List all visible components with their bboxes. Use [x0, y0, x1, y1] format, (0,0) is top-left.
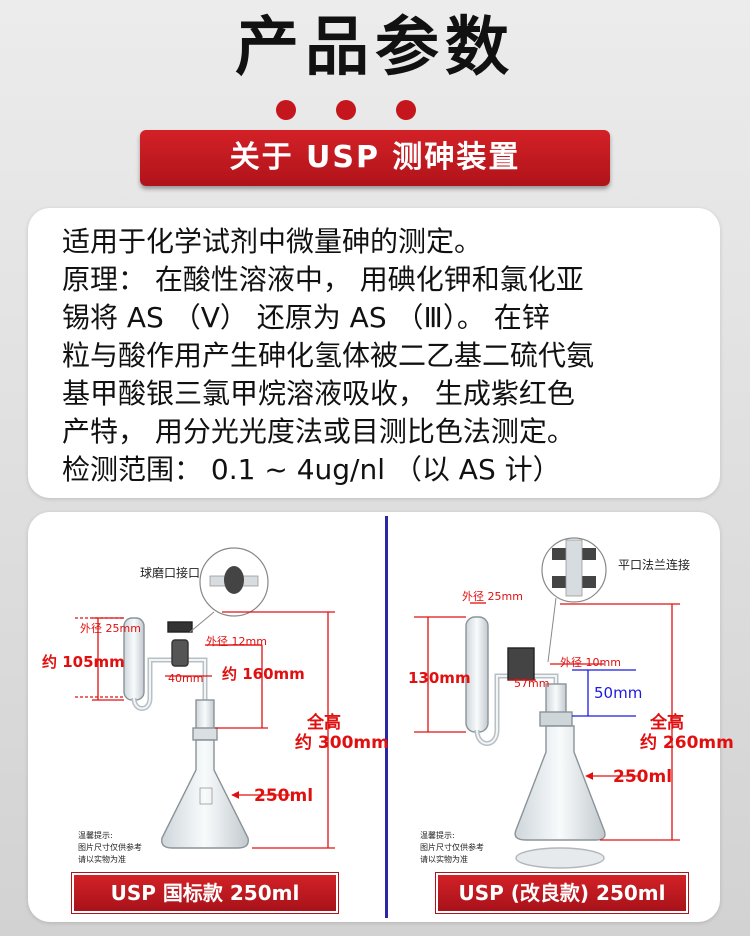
- description-line-2: 原理： 在酸性溶液中， 用碘化钾和氯化亚: [62, 263, 584, 296]
- left-apparatus: [123, 617, 249, 849]
- description-line-4: 粒与酸作用产生砷化氢体被二乙基二硫代氨: [62, 339, 595, 372]
- description-line-3: 锡将 AS （V） 还原为 AS （Ⅲ）。 在锌: [62, 301, 550, 334]
- description-line-6: 产特， 用分光光度法或目测比色法测定。: [62, 415, 575, 448]
- right-flask-volume: 250ml: [613, 767, 673, 787]
- left-outer-diameter-tube: 外径 25mm: [80, 622, 141, 635]
- right-callout-label: 平口法兰连接: [618, 558, 691, 572]
- decorative-dots: [0, 100, 750, 120]
- right-total-height-value: 约 260mm: [640, 733, 734, 753]
- description-line-7: 检测范围： 0.1 ~ 4ug/nl （以 AS 计）: [62, 453, 561, 486]
- dot-1: [276, 100, 296, 120]
- right-outer-diameter-10: 外径 10mm: [560, 656, 621, 669]
- description-line-5: 基甲酸银三氯甲烷溶液吸收， 生成紫红色: [62, 377, 575, 410]
- right-note-line-1: 温馨提示:: [420, 831, 455, 840]
- left-flask-volume: 250ml: [254, 786, 314, 806]
- dot-2: [336, 100, 356, 120]
- left-callout-label: 球磨口接口: [140, 566, 201, 580]
- left-note-line-2: 图片尺寸仅供参考: [78, 843, 142, 852]
- left-note-line-1: 温馨提示:: [78, 831, 113, 840]
- panel-divider: [385, 516, 388, 918]
- left-total-height-value: 约 300mm: [295, 733, 389, 753]
- left-outer-diameter-12: 外径 12mm: [206, 635, 267, 648]
- right-outer-diameter-tube: 外径 25mm: [462, 590, 523, 603]
- right-note-line-2: 图片尺寸仅供参考: [420, 843, 484, 852]
- right-total-height-label: 全高: [650, 713, 684, 733]
- right-apparatus: [465, 616, 606, 869]
- section-banner: 关于 USP 测砷装置: [140, 130, 610, 186]
- description-card: 适用于化学试剂中微量砷的测定。 原理： 在酸性溶液中， 用碘化钾和氯化亚 锡将 …: [28, 208, 720, 498]
- right-height-50: 50mm: [594, 684, 643, 702]
- right-note-line-3: 请以实物为准: [420, 855, 468, 864]
- right-width-57: 57mm: [514, 677, 550, 690]
- dot-3: [396, 100, 416, 120]
- right-height-tube: 130mm: [408, 669, 471, 687]
- right-product-label: USP (改良款) 250ml: [436, 873, 688, 913]
- left-note-line-3: 请以实物为准: [78, 855, 126, 864]
- description-line-1: 适用于化学试剂中微量砷的测定。: [62, 225, 483, 258]
- left-height-tube: 约 105mm: [42, 653, 125, 671]
- left-total-height-label: 全高: [307, 713, 341, 733]
- left-product-label: USP 国标款 250ml: [72, 873, 338, 913]
- page-title: 产品参数: [235, 11, 515, 85]
- left-height-160: 约 160mm: [222, 665, 305, 683]
- left-width-40: 40mm: [168, 672, 204, 685]
